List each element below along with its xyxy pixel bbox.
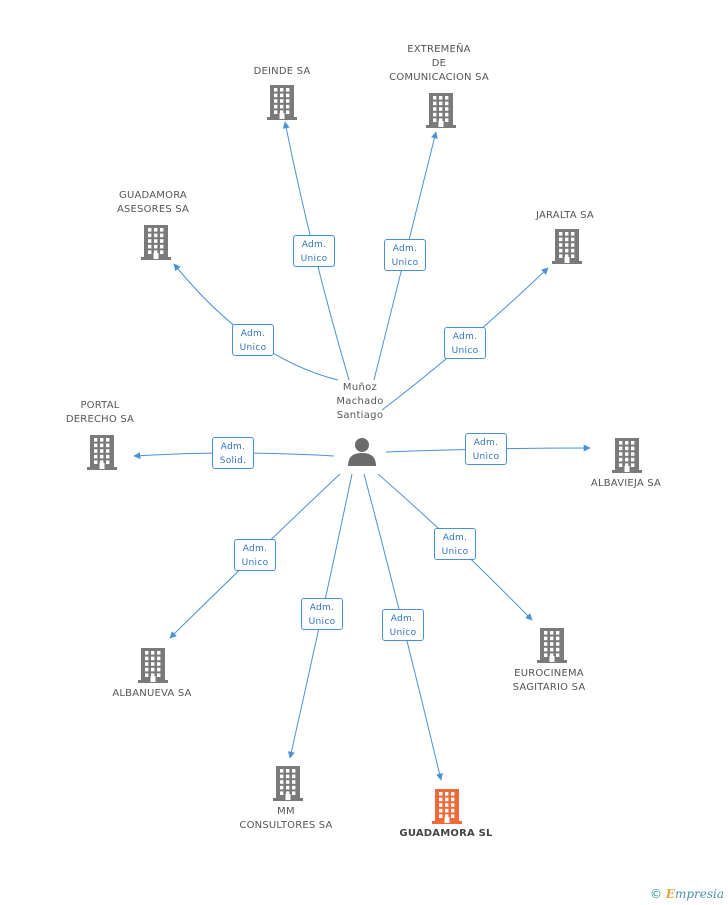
relation-box-deinde: Adm. Unico: [293, 235, 335, 267]
building-icon[interactable]: [135, 646, 171, 684]
company-label-portal-derecho[interactable]: PORTAL DERECHO SA: [65, 400, 135, 425]
brand-logo[interactable]: Empresia: [666, 887, 724, 901]
relation-box-extremena: Adm. Unico: [384, 239, 426, 271]
building-icon[interactable]: [423, 91, 459, 129]
relation-box-portal-derecho: Adm. Solid.: [212, 437, 254, 469]
relation-box-eurocinema: Adm. Unico: [434, 528, 476, 560]
relation-box-albavieja: Adm. Unico: [465, 433, 507, 465]
building-icon[interactable]: [609, 436, 645, 474]
building-icon[interactable]: [270, 764, 306, 802]
company-label-eurocinema[interactable]: EUROCINEMA SAGITARIO SA: [512, 668, 586, 693]
relation-box-guadamora-sl: Adm. Unico: [382, 609, 424, 641]
building-icon[interactable]: [84, 433, 120, 471]
copyright-symbol: ©: [649, 887, 662, 901]
brand-name: mpresia: [674, 887, 724, 901]
relation-box-guadamora-asesores: Adm. Unico: [232, 324, 274, 356]
company-label-mm-consultores[interactable]: MM CONSULTORES SA: [239, 806, 333, 831]
company-label-guadamora-asesores[interactable]: GUADAMORA ASESORES SA: [116, 190, 190, 215]
company-label-albavieja[interactable]: ALBAVIEJA SA: [590, 478, 662, 489]
building-icon[interactable]: [264, 83, 300, 121]
building-icon[interactable]: [138, 223, 174, 261]
footer-brand: © Empresia: [650, 887, 724, 901]
relation-box-albanueva: Adm. Unico: [234, 539, 276, 571]
building-icon[interactable]: [534, 626, 570, 664]
company-label-extremena[interactable]: EXTREMEÑA DE COMUNICACION SA: [389, 44, 489, 83]
company-label-deinde[interactable]: DEINDE SA: [253, 66, 311, 77]
brand-initial: E: [665, 887, 675, 901]
company-label-albanueva[interactable]: ALBANUEVA SA: [112, 688, 192, 699]
company-label-jaralta[interactable]: JARALTA SA: [536, 210, 594, 221]
company-label-guadamora-sl[interactable]: GUADAMORA SL: [399, 828, 493, 839]
building-icon[interactable]: [549, 227, 585, 265]
building-icon[interactable]: [429, 787, 465, 825]
center-person-name[interactable]: Muñoz Machado Santiago: [336, 382, 384, 421]
relation-box-jaralta: Adm. Unico: [444, 327, 486, 359]
person-icon[interactable]: [347, 437, 377, 467]
edge-guadamora-asesores: [173, 263, 339, 381]
relation-box-mm-consultores: Adm. Unico: [301, 598, 343, 630]
